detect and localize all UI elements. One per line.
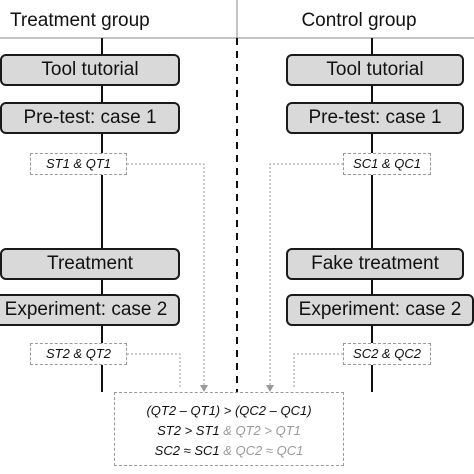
treatment-measure-post: ST2 & QT2: [30, 343, 127, 365]
hypothesis-control: SC2 ≈ SC1 & QC2 ≈ QC1: [115, 441, 343, 461]
control-measure1-arrow: [269, 163, 347, 388]
treatment-measure2-arrow: [127, 353, 181, 388]
treatment-measure1-arrow: [127, 163, 205, 388]
treatment-group-header: Treatment group: [10, 10, 150, 31]
hypothesis-treatment-main: ST2 > ST1: [157, 423, 220, 438]
control-step-fake-treatment: Fake treatment: [286, 248, 464, 280]
hypotheses-box: (QT2 – QT1) > (QC2 – QC1) ST2 > ST1 & QT…: [114, 392, 344, 466]
hypothesis-treatment-alt: & QT2 > QT1: [219, 423, 301, 438]
hypothesis-treatment: ST2 > ST1 & QT2 > QT1: [115, 421, 343, 441]
treatment-step-treatment: Treatment: [0, 248, 180, 280]
hypothesis-control-alt: & QC2 ≈ QC1: [219, 443, 304, 458]
control-step-tool-tutorial: Tool tutorial: [286, 54, 464, 86]
control-step-experiment: Experiment: case 2: [286, 294, 474, 326]
control-measure2-arrow: [293, 353, 347, 388]
treatment-step-pretest: Pre-test: case 1: [0, 102, 180, 134]
arrowhead-treatment-1: [200, 385, 208, 392]
treatment-measure-pre: ST1 & QT1: [30, 153, 127, 175]
hypothesis-quality-diff: (QT2 – QT1) > (QC2 – QC1): [146, 403, 312, 418]
arrowhead-control-1: [266, 385, 274, 392]
treatment-step-tool-tutorial: Tool tutorial: [0, 54, 180, 86]
control-measure-pre: SC1 & QC1: [343, 153, 431, 175]
control-measure-post: SC2 & QC2: [343, 343, 431, 365]
control-step-pretest: Pre-test: case 1: [286, 102, 464, 134]
treatment-step-experiment: Experiment: case 2: [0, 294, 180, 326]
hypothesis-control-main: SC2 ≈ SC1: [154, 443, 220, 458]
control-group-header: Control group: [301, 10, 417, 31]
